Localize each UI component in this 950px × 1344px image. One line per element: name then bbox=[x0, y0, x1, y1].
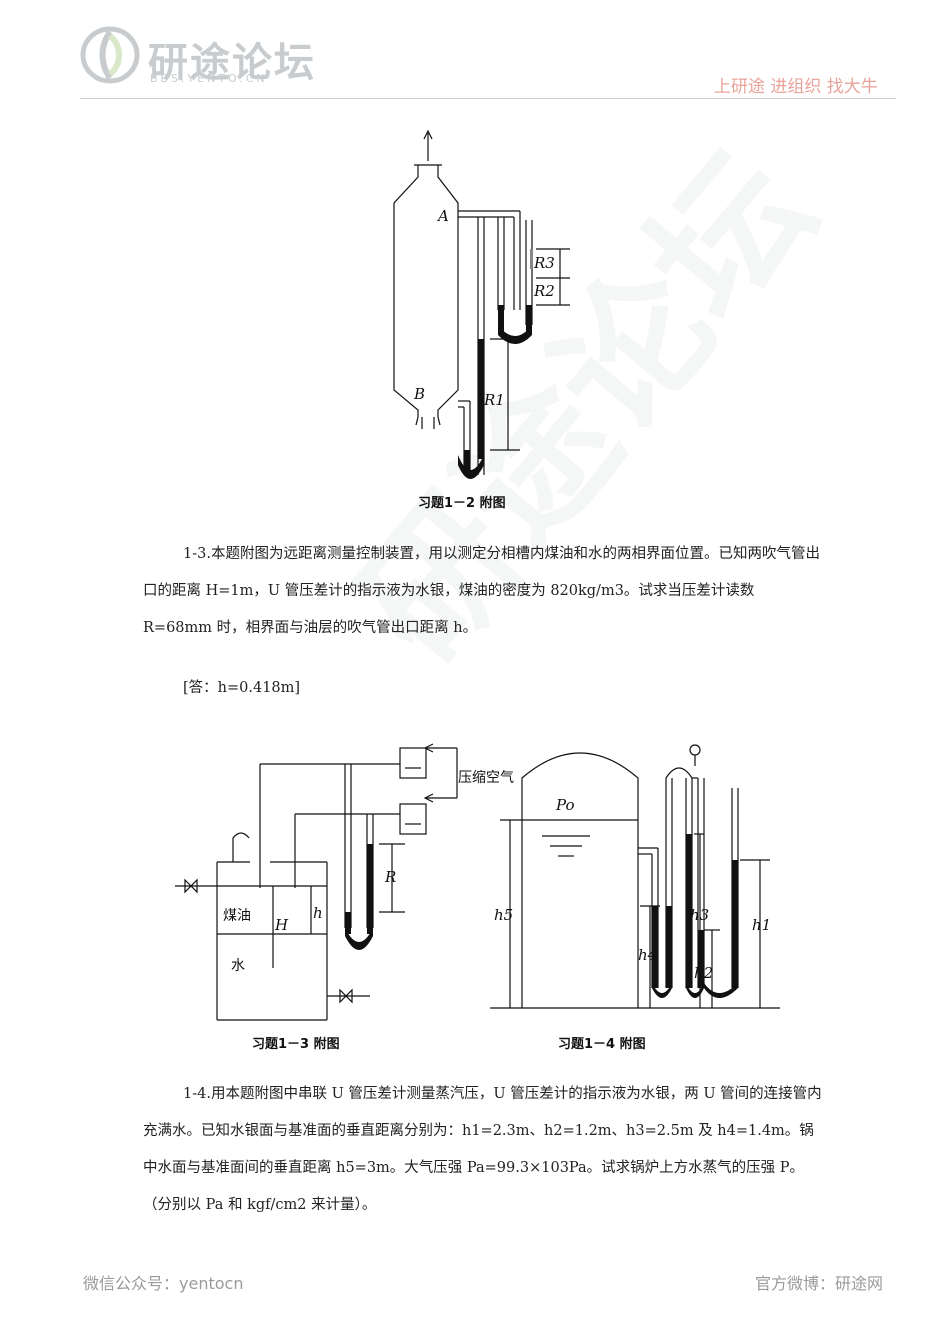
problem-1-3-text: 1-3.本题附图为远距离测量控制装置，用以测定分相槽内煤油和水的两相界面位置。已… bbox=[143, 536, 823, 647]
fig14-label-h4: h4 bbox=[638, 946, 657, 964]
logo-subtitle: BBS.YENTO.CN bbox=[150, 72, 268, 85]
figure-1-2: A B R1 R2 R3 bbox=[393, 129, 570, 479]
header-slogan: 上研途 进组织 找大牛 bbox=[714, 77, 878, 97]
fig14-label-h1: h1 bbox=[752, 916, 771, 934]
header: 研途论坛 BBS.YENTO.CN 上研途 进组织 找大牛 bbox=[0, 0, 950, 100]
fig12-label-R2: R2 bbox=[533, 282, 555, 300]
fig12-label-A: A bbox=[436, 207, 449, 225]
problem-1-3-body: 1-3.本题附图为远距离测量控制装置，用以测定分相槽内煤油和水的两相界面位置。已… bbox=[143, 546, 820, 636]
figure-1-2-caption: 习题1－2 附图 bbox=[418, 496, 506, 511]
figure-1-4-caption: 习题1－4 附图 bbox=[558, 1037, 646, 1052]
fig14-label-h2: h2 bbox=[694, 964, 713, 982]
problem-1-4-text: 1-4.用本题附图中串联 U 管压差计测量蒸汽压，U 管压差计的指示液为水银，两… bbox=[143, 1076, 823, 1224]
fig13-label-H: H bbox=[274, 916, 289, 934]
figure-1-4: Po h5 h4 h3 h2 h1 bbox=[490, 744, 780, 1009]
fig14-label-h5: h5 bbox=[494, 906, 513, 924]
problem-1-4-body: 1-4.用本题附图中串联 U 管压差计测量蒸汽压，U 管压差计的指示液为水银，两… bbox=[143, 1086, 822, 1213]
fig13-label-water: 水 bbox=[231, 958, 245, 974]
fig13-label-R: R bbox=[384, 868, 396, 886]
footer-wechat: 微信公众号：yentocn bbox=[83, 1274, 244, 1293]
answer-text: [答：h=0.418m] bbox=[183, 680, 301, 696]
fig12-label-B: B bbox=[413, 385, 425, 403]
logo-text: 研途论坛 bbox=[148, 40, 316, 86]
fig14-label-h3: h3 bbox=[690, 906, 709, 924]
fig13-label-oil: 煤油 bbox=[223, 908, 251, 924]
figure-1-3-caption: 习题1－3 附图 bbox=[252, 1037, 340, 1052]
fig14-label-Po: Po bbox=[555, 796, 575, 814]
logo-icon bbox=[80, 26, 140, 84]
fig13-label-air: 压缩空气 bbox=[458, 770, 514, 786]
footer-weibo: 官方微博：研途网 bbox=[755, 1274, 884, 1293]
header-divider bbox=[80, 98, 896, 99]
fig12-label-R1: R1 bbox=[483, 391, 505, 409]
problem-1-3-answer: [答：h=0.418m] bbox=[143, 670, 823, 707]
figure-1-3: 压缩空气 煤油 水 H h R bbox=[175, 743, 514, 1021]
fig13-label-h: h bbox=[313, 904, 323, 922]
fig12-label-R3: R3 bbox=[533, 254, 555, 272]
